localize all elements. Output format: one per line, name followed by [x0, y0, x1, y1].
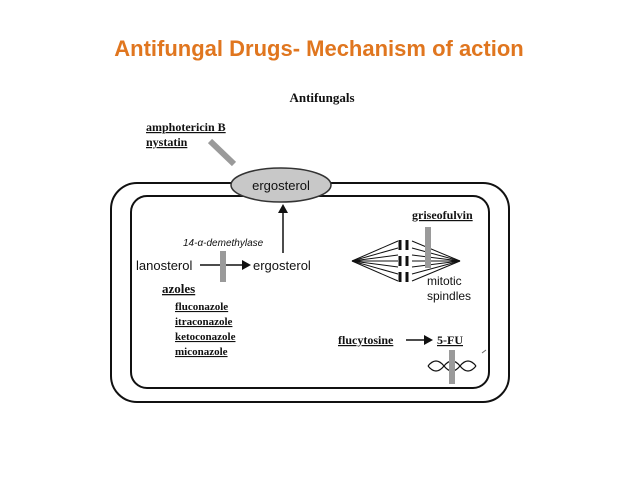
diagram-heading: Antifungals: [289, 90, 354, 105]
azole-miconazole: miconazole: [175, 346, 228, 358]
mitotic-label: mitotic: [427, 274, 462, 288]
enzyme-label: 14-α-demethylase: [183, 238, 264, 249]
membrane-ergosterol-label: ergosterol: [252, 178, 310, 193]
drug-nystatin: nystatin: [146, 135, 188, 149]
chromosomes: [398, 240, 409, 282]
synthesis-arrowhead: [242, 260, 251, 270]
amphotericin-block-bar: [207, 138, 237, 167]
griseofulvin-label: griseofulvin: [412, 208, 473, 222]
ergosterol-membrane-ellipse: [230, 167, 332, 203]
ergosterol-transport-arrowhead: [278, 204, 288, 213]
flucytosine-label: flucytosine: [338, 333, 394, 347]
lanosterol-label: lanosterol: [136, 258, 192, 273]
azole-ketoconazole: ketoconazole: [175, 331, 236, 343]
azole-fluconazole: fluconazole: [175, 301, 228, 313]
5fu-label: 5-FU: [437, 333, 463, 347]
mitotic-spindle-figure: [351, 240, 461, 282]
drug-amphotericin-b: amphotericin B: [146, 120, 226, 134]
azoles-heading: azoles: [162, 281, 195, 296]
decor-mark: [481, 349, 487, 354]
flucytosine-arrowhead: [424, 335, 433, 345]
slide-title: Antifungal Drugs- Mechanism of action: [114, 36, 524, 61]
azole-itraconazole: itraconazole: [175, 316, 233, 328]
spindles-label: spindles: [427, 289, 471, 303]
ergosterol-product-label: ergosterol: [253, 258, 311, 273]
